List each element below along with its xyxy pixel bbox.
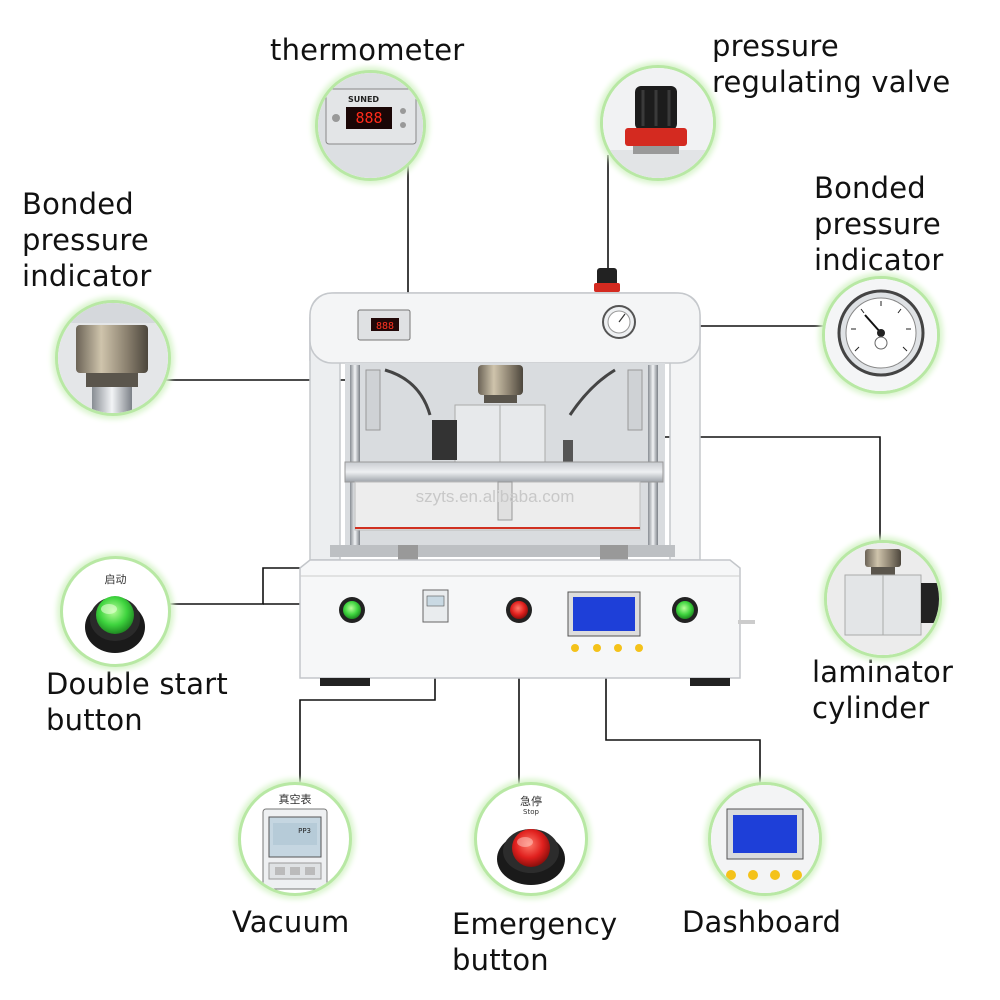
vacuum-display: PP3 bbox=[298, 827, 311, 835]
callout-bonded-right bbox=[822, 276, 940, 394]
watermark: szyts.en.alibaba.com bbox=[416, 487, 575, 506]
callout-double-start: 启动 bbox=[60, 556, 171, 667]
label-thermometer: thermometer bbox=[270, 33, 465, 67]
callout-dashboard bbox=[708, 782, 822, 896]
label-dashboard: Dashboard bbox=[682, 905, 842, 939]
label-vacuum: Vacuum bbox=[232, 905, 350, 939]
callout-laminator bbox=[824, 540, 942, 658]
callout-emergency: 急停 Stop bbox=[474, 782, 588, 896]
vacuum-cn-label: 真空表 bbox=[278, 793, 312, 806]
label-pressure-valve: pressure regulating valve bbox=[712, 29, 951, 99]
label-double-start: Double start button bbox=[46, 667, 228, 737]
label-emergency: Emergency button bbox=[452, 907, 618, 977]
frame-platen bbox=[344, 461, 664, 483]
label-bonded-right: Bonded pressure indicator bbox=[814, 171, 944, 277]
start-cn-label: 启动 bbox=[104, 573, 127, 586]
frame-cylinder bbox=[478, 365, 523, 395]
callout-thermometer: SUNED 888 bbox=[315, 70, 426, 181]
stop-en-label: Stop bbox=[523, 808, 539, 816]
svg-text:888: 888 bbox=[376, 321, 394, 332]
callout-pressure-valve bbox=[600, 65, 716, 181]
callout-bonded-left bbox=[55, 300, 171, 416]
callout-vacuum: 真空表 PP3 bbox=[238, 782, 352, 896]
label-laminator: laminator cylinder bbox=[812, 655, 954, 725]
label-bonded-left: Bonded pressure indicator bbox=[22, 187, 152, 293]
thermo-display: 888 bbox=[355, 109, 382, 127]
stop-cn-label: 急停 bbox=[520, 795, 542, 808]
line-dashboard bbox=[605, 625, 761, 785]
thermo-brand: SUNED bbox=[348, 95, 379, 104]
